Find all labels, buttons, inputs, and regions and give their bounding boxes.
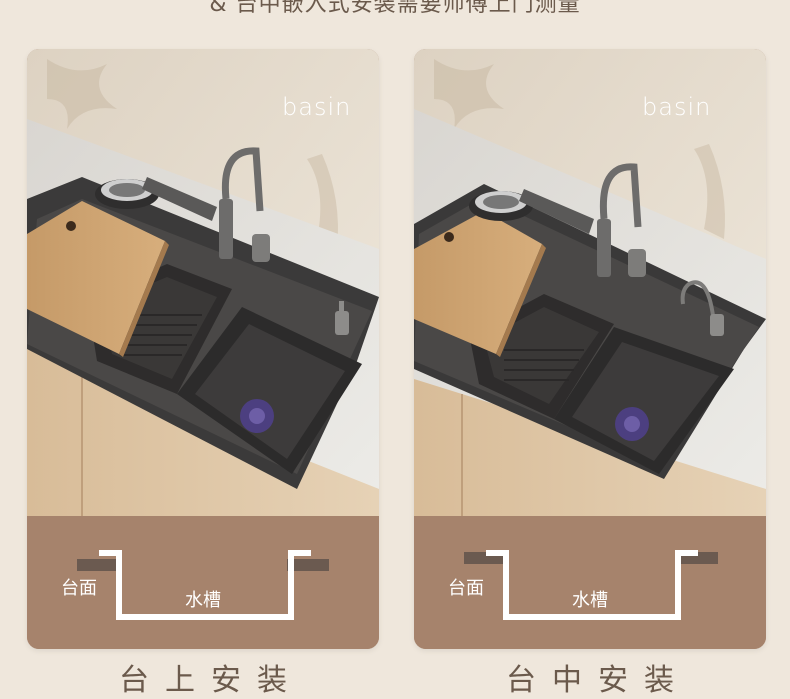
install-diagram-top-mount (27, 516, 379, 649)
title-middle-mount: 台中安装 (506, 663, 690, 698)
card-top-mount: basin 台面 水槽 (27, 49, 379, 649)
card-middle-mount: basin 台面 水槽 (414, 49, 766, 649)
counter-label: 台面 (448, 578, 484, 599)
counter-block-right (287, 559, 329, 571)
sink-photo-top-mount (27, 49, 379, 516)
sink-label: 水槽 (185, 590, 221, 611)
page-caption: & 台中嵌入式安装需要师傅上门测量 (209, 0, 581, 17)
sink-label: 水槽 (572, 590, 608, 611)
brand-logo: basin (642, 93, 712, 121)
install-diagram-middle-mount (414, 516, 766, 649)
sink-profile-line (486, 550, 698, 620)
brand-logo: basin (282, 93, 352, 121)
sink-photo-middle-mount (414, 49, 766, 516)
sink-profile-line (99, 550, 311, 620)
counter-label: 台面 (61, 578, 97, 599)
title-top-mount: 台上安装 (119, 663, 303, 698)
counter-block-left (77, 559, 119, 571)
